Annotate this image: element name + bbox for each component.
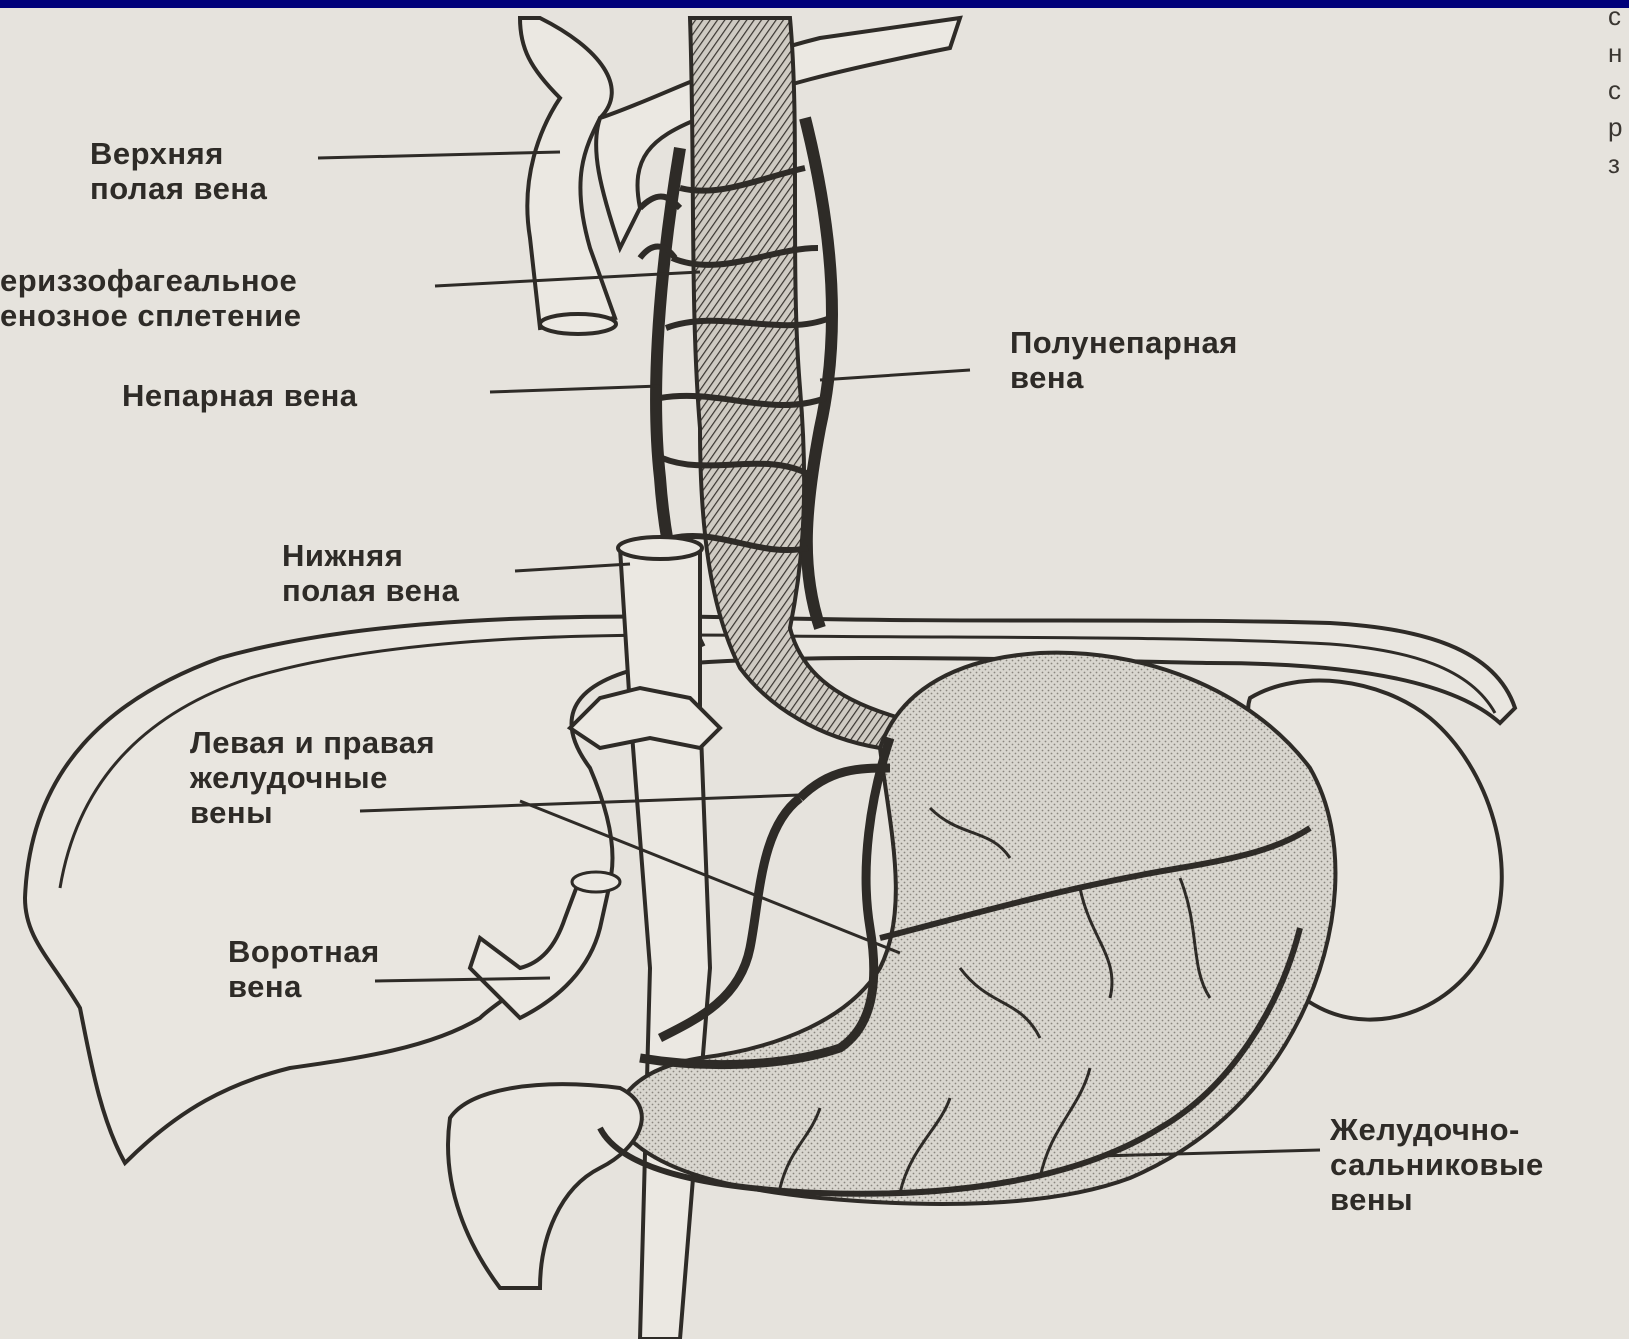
label-portal-vein: Воротная вена	[228, 934, 380, 1004]
diagram-slide: Верхняя полая вена ериззофагеальное еноз…	[0, 8, 1629, 1339]
label-superior-vena-cava: Верхняя полая вена	[90, 136, 267, 206]
cut-off-edge-text: с н с р з	[1608, 0, 1623, 183]
label-azygos-vein: Непарная вена	[122, 378, 358, 413]
label-gastric-veins: Левая и правая желудочные вены	[190, 725, 435, 830]
label-inferior-vena-cava: Нижняя полая вена	[282, 538, 459, 608]
label-periesophageal-plexus: ериззофагеальное енозное сплетение	[0, 263, 301, 333]
label-gastroepiploic-veins: Желудочно- сальниковые вены	[1330, 1112, 1544, 1217]
label-hemiazygos-vein: Полунепарная вена	[1010, 325, 1238, 395]
